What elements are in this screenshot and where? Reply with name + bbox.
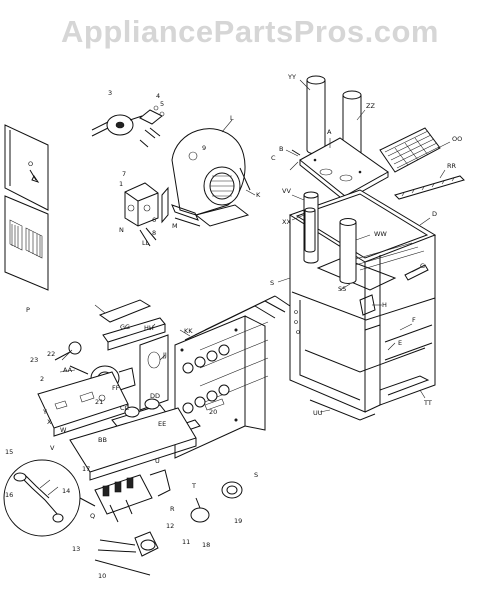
part-label-b: B xyxy=(279,145,283,153)
bracket-h xyxy=(359,294,376,316)
filter-oo xyxy=(379,127,441,173)
part-label-p: P xyxy=(26,306,30,314)
leader-lines xyxy=(59,79,451,413)
part-label-aa: AA xyxy=(63,366,73,374)
part-label-n21: 21 xyxy=(95,398,103,406)
gas-supply-valve xyxy=(94,531,159,576)
part-label-x: X xyxy=(47,418,52,426)
lower-door-p xyxy=(4,195,49,291)
collector-box-jj xyxy=(139,334,169,411)
motor-3 xyxy=(91,114,143,137)
motor-bracket-4-5 xyxy=(139,105,165,148)
part-label-jj: JJ xyxy=(162,351,167,359)
bracket-g xyxy=(404,264,429,281)
part-label-n4: 4 xyxy=(156,92,160,100)
part-label-h: H xyxy=(382,301,387,309)
part-label-c: C xyxy=(271,154,276,162)
part-label-n22: 22 xyxy=(47,350,55,358)
part-label-n15: 15 xyxy=(5,448,13,456)
part-label-n17: 17 xyxy=(82,465,90,473)
blower-housing xyxy=(171,128,251,227)
part-label-q: Q xyxy=(90,512,95,520)
top-panel xyxy=(291,137,389,202)
part-label-s-top: S xyxy=(270,279,274,287)
part-label-m: M xyxy=(172,222,178,230)
part-label-k: K xyxy=(256,191,261,199)
part-label-tt: TT xyxy=(423,399,432,407)
part-label-n11: 11 xyxy=(182,538,190,546)
part-label-oo: OO xyxy=(452,135,462,143)
part-label-n7: 7 xyxy=(122,170,126,178)
filter-rail-rr xyxy=(394,175,465,200)
part-label-ss: SS xyxy=(338,285,346,293)
part-label-n19: 19 xyxy=(234,517,242,525)
part-label-rr: RR xyxy=(447,162,457,170)
part-label-n5: 5 xyxy=(160,100,164,108)
gas-valve-assembly xyxy=(69,407,197,523)
part-label-n14: 14 xyxy=(62,487,70,495)
part-label-vv: VV xyxy=(282,187,291,195)
vent-pipe-ww xyxy=(339,218,357,284)
part-label-n18: 18 xyxy=(202,541,210,549)
watermark-text: AppliancePartsPros.com xyxy=(61,14,439,49)
part-label-y: Y xyxy=(42,408,47,416)
part-label-yy: YY xyxy=(287,73,296,81)
part-label-cc: CC xyxy=(120,404,130,412)
detail-inset-circle xyxy=(3,459,96,537)
blower-mount-m xyxy=(171,204,201,227)
part-label-gg: GG xyxy=(120,323,130,331)
part-label-kk: KK xyxy=(184,327,193,335)
part-label-v: V xyxy=(50,444,55,452)
part-label-n16: 16 xyxy=(5,491,13,499)
part-label-ww: WW xyxy=(374,230,387,238)
part-label-xx: XX xyxy=(282,218,291,226)
part-label-bb: BB xyxy=(98,436,107,444)
part-label-n2: 2 xyxy=(40,375,44,383)
part-label-n8: 8 xyxy=(152,229,156,237)
part-label-zz: ZZ xyxy=(366,102,375,110)
part-label-n-left: N xyxy=(119,226,124,234)
part-label-a: A xyxy=(327,128,332,136)
part-label-u: U xyxy=(155,457,160,465)
part-label-uu: UU xyxy=(313,409,323,417)
cabinet-main xyxy=(288,189,437,421)
part-label-n9: 9 xyxy=(202,144,206,152)
part-label-n23: 23 xyxy=(30,356,38,364)
part-label-n12: 12 xyxy=(166,522,174,530)
sensor-18 xyxy=(190,497,210,523)
part-labels: YY ZZ OO RR BC A VV XX WW D G S H SS F E UU TT 3 45L 9 7 1K 6 8L… xyxy=(5,73,462,580)
part-label-n20: 20 xyxy=(209,408,217,416)
part-label-l: L xyxy=(230,114,234,122)
part-label-n10: 10 xyxy=(98,572,106,580)
control-box-1 xyxy=(124,182,169,247)
part-label-w: W xyxy=(60,426,67,434)
part-label-n1: 1 xyxy=(119,180,123,188)
part-label-ff: FF xyxy=(112,384,120,392)
part-label-n3: 3 xyxy=(108,89,112,97)
sensor-19 xyxy=(221,481,243,499)
part-label-f: F xyxy=(412,316,416,324)
part-label-n6: 6 xyxy=(152,216,156,224)
part-label-o: O xyxy=(28,160,33,168)
part-label-dd: DD xyxy=(150,392,160,400)
heat-exchanger-kk xyxy=(174,295,291,459)
part-label-n13: 13 xyxy=(72,545,80,553)
part-label-t: T xyxy=(191,482,196,490)
part-label-g: G xyxy=(420,262,425,270)
upper-door-o xyxy=(4,124,49,211)
part-label-s-bot: S xyxy=(254,471,258,479)
part-label-d: D xyxy=(432,210,437,218)
part-label-r: R xyxy=(170,505,175,513)
part-label-e: E xyxy=(398,339,402,347)
vent-pipe-xx xyxy=(304,207,316,253)
flue-pipe-yy xyxy=(306,75,326,155)
part-label-ll: LL xyxy=(142,239,150,247)
part-label-ee: EE xyxy=(158,420,166,428)
gasket-gg-hh xyxy=(98,299,166,351)
part-label-hh: HH xyxy=(144,324,154,332)
